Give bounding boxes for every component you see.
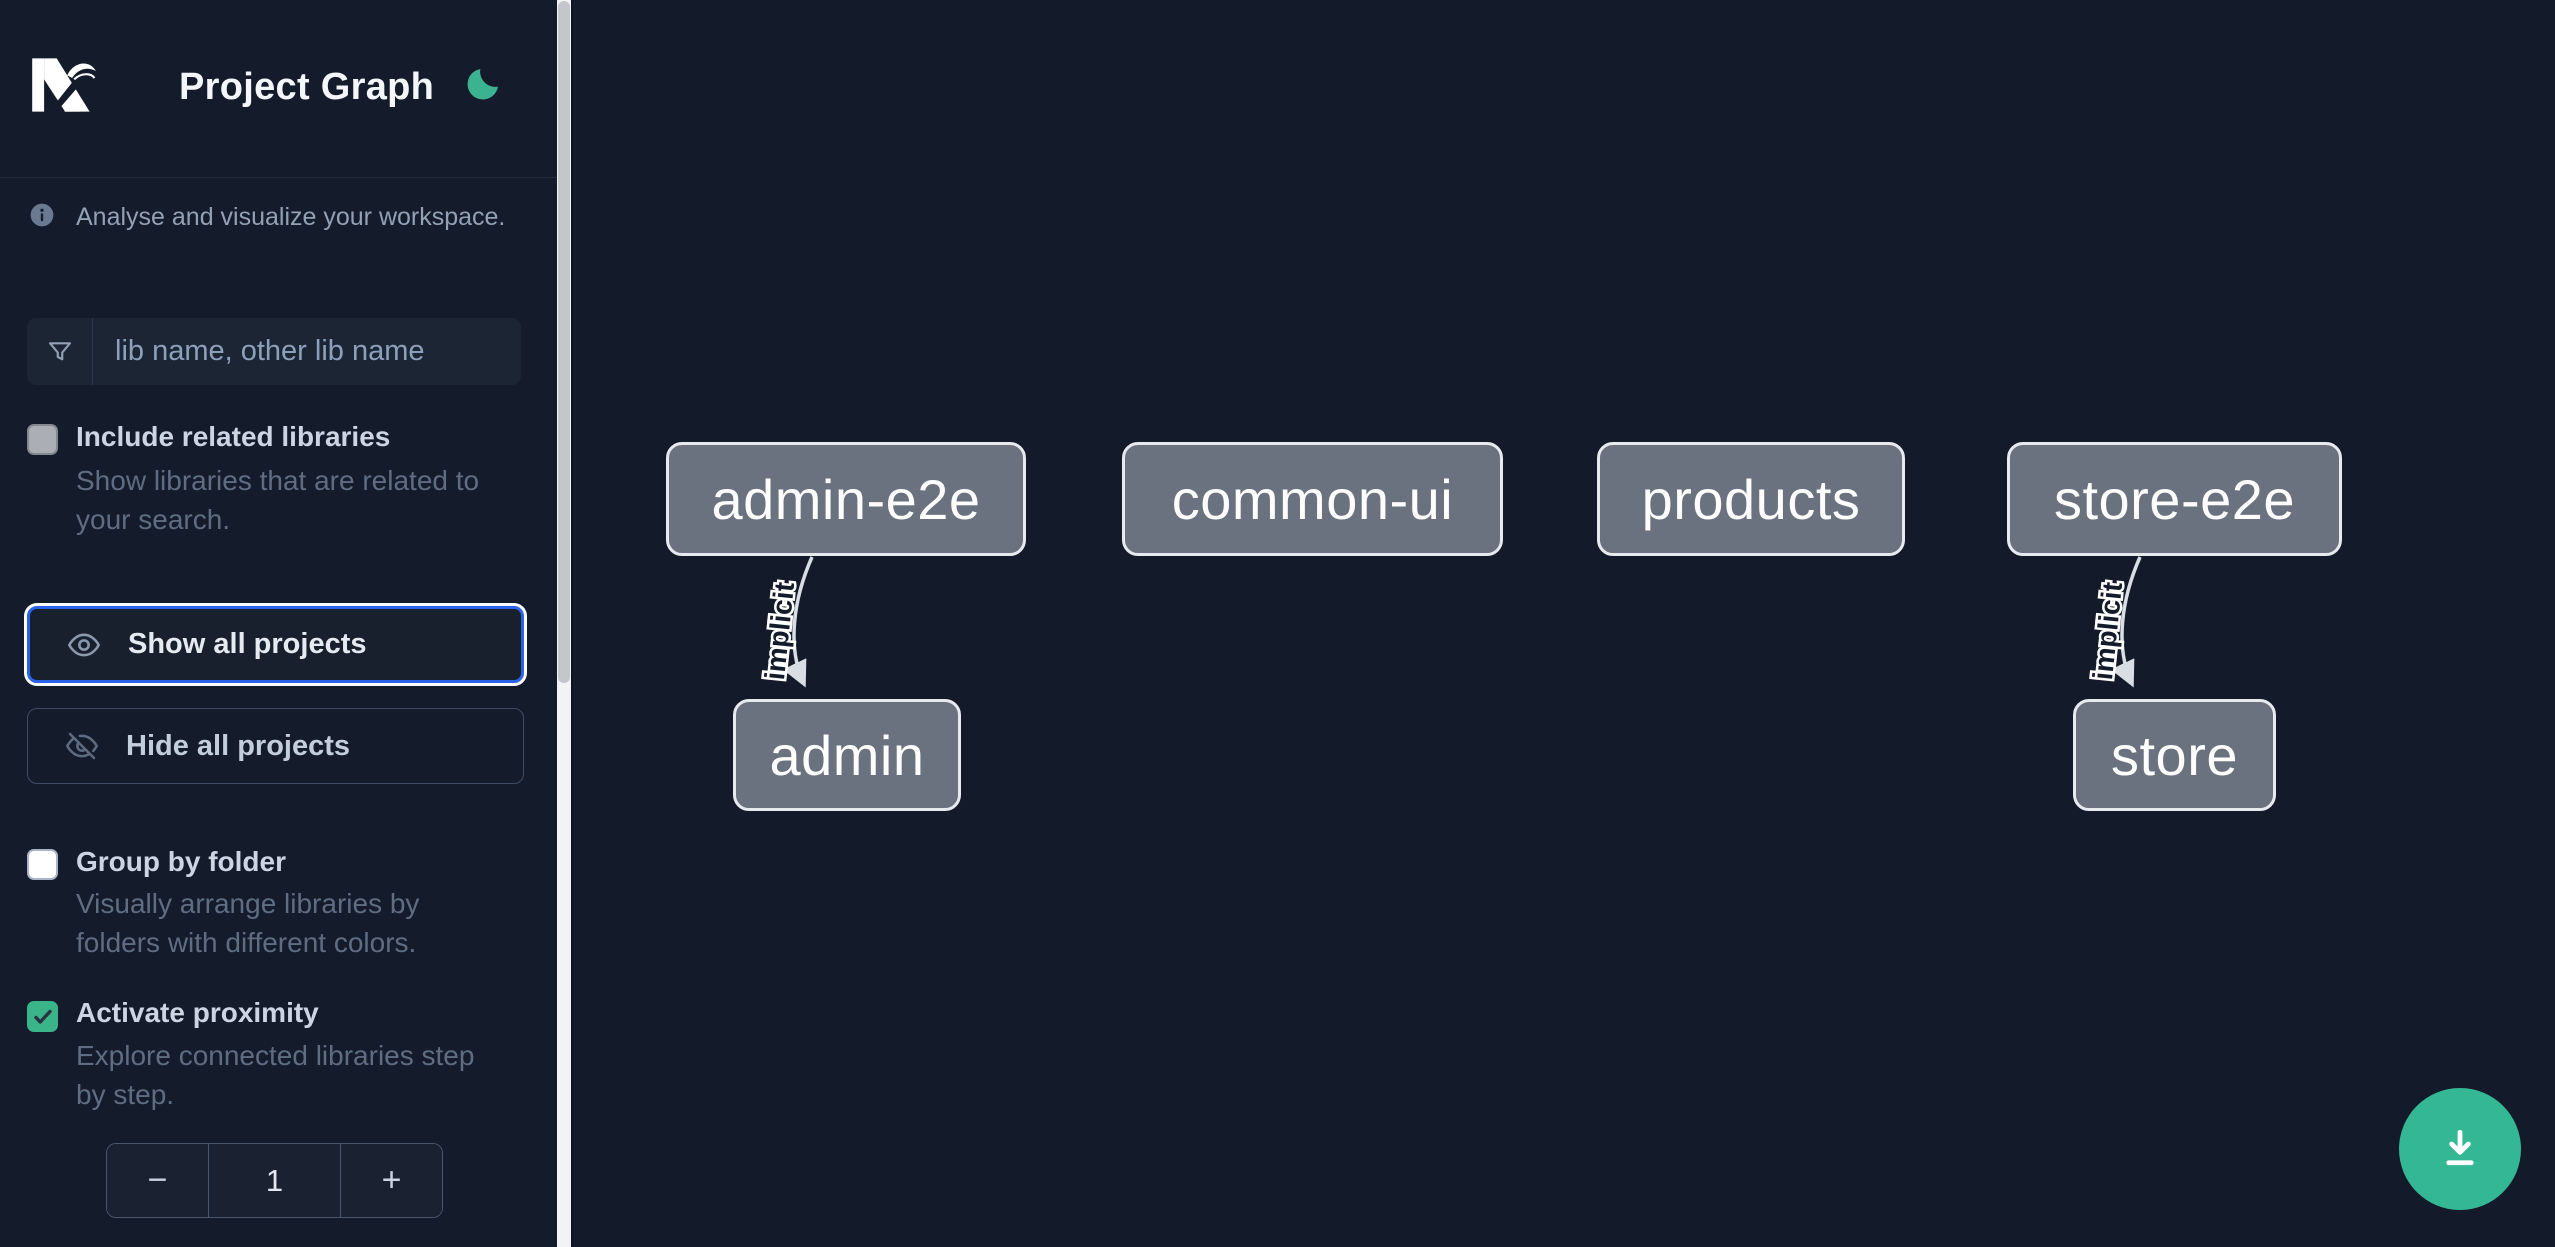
sidebar-scrollbar-thumb[interactable] (558, 1, 570, 683)
group-by-folder-label: Group by folder (76, 846, 286, 877)
include-related-label: Include related libraries (76, 421, 391, 452)
activate-proximity-checkbox[interactable] (27, 1001, 58, 1032)
page-title: Project Graph (179, 66, 435, 108)
hide-all-projects-button[interactable]: Hide all projects (27, 708, 524, 784)
graph-canvas[interactable]: implicit implicit admin-e2e common-ui pr… (573, 0, 2555, 1247)
sidebar: Project Graph Analyse and visualize your… (0, 0, 573, 1247)
group-by-folder-description: Visually arrange libraries by folders wi… (76, 888, 420, 958)
proximity-depth-value[interactable]: 1 (208, 1144, 341, 1217)
project-filter-input[interactable] (93, 318, 521, 385)
graph-node-admin[interactable]: admin (733, 699, 961, 811)
edge-label-implicit: implicit (2087, 581, 2128, 682)
moon-icon (467, 68, 498, 99)
include-related-checkbox[interactable] (27, 424, 58, 455)
nx-logo (32, 58, 96, 112)
show-all-projects-button[interactable]: Show all projects (27, 606, 524, 683)
group-by-folder-checkbox[interactable] (27, 849, 58, 880)
search-box (27, 318, 521, 385)
activate-proximity-label: Activate proximity (76, 997, 319, 1028)
hide-all-projects-label: Hide all projects (126, 729, 351, 762)
graph-node-store[interactable]: store (2073, 699, 2276, 811)
theme-toggle-button[interactable] (462, 62, 506, 106)
graph-node-store-e2e[interactable]: store-e2e (2007, 442, 2342, 556)
sidebar-scrollbar-track (557, 0, 571, 1247)
info-icon (30, 203, 54, 227)
proximity-depth-stepper: − 1 + (106, 1143, 443, 1218)
eye-off-icon (66, 732, 98, 760)
show-all-projects-label: Show all projects (128, 628, 367, 660)
edge-store-e2e-to-store: implicit (2085, 556, 2142, 688)
edge-label-implicit: implicit (759, 581, 800, 682)
download-graph-button[interactable] (2399, 1088, 2521, 1210)
increment-button[interactable]: + (341, 1144, 442, 1217)
download-icon (2446, 1129, 2474, 1166)
workspace-hint-text: Analyse and visualize your workspace. (76, 203, 506, 231)
filter-icon-cell (27, 318, 93, 385)
graph-node-common-ui[interactable]: common-ui (1122, 442, 1503, 556)
edge-admin-e2e-to-admin: implicit (757, 556, 814, 688)
checkmark-icon (33, 1009, 52, 1024)
graph-node-admin-e2e[interactable]: admin-e2e (666, 442, 1026, 556)
sidebar-header: Project Graph (0, 0, 557, 178)
graph-node-products[interactable]: products (1597, 442, 1905, 556)
graph-edges-layer: implicit implicit (757, 556, 2142, 688)
filter-funnel-icon (48, 341, 71, 360)
eye-icon (68, 633, 100, 656)
include-related-description: Show libraries that are related to your … (76, 465, 480, 535)
decrement-button[interactable]: − (107, 1144, 208, 1217)
activate-proximity-description: Explore connected libraries step by step… (76, 1040, 475, 1110)
